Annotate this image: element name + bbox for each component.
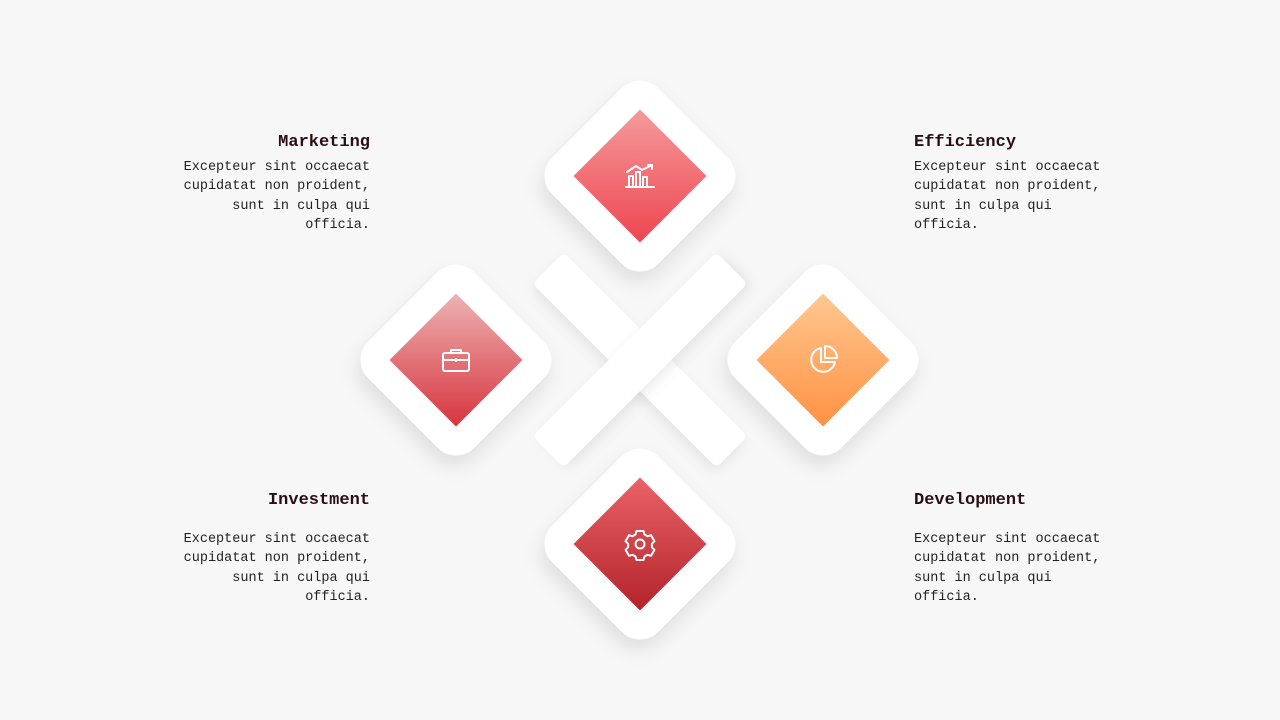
pie-chart-icon — [810, 345, 838, 373]
development-title: Development — [914, 491, 1027, 510]
card-marketing — [360, 264, 552, 456]
connector-bands — [535, 255, 745, 465]
investment-body: Excepteur sint occaecat cupidatat non pr… — [183, 532, 370, 605]
band-top-left — [535, 255, 745, 465]
marketing-title: Marketing — [278, 133, 370, 152]
card-development — [727, 264, 919, 456]
diamond-bottom — [573, 477, 707, 611]
briefcase-icon — [442, 349, 470, 372]
marketing-body: Excepteur sint occaecat cupidatat non pr… — [183, 160, 370, 233]
diamond-right — [756, 293, 890, 427]
card-investment — [544, 448, 736, 640]
card-efficiency — [544, 80, 736, 272]
efficiency-text: Efficiency Excepteur sint occaecat cupid… — [914, 133, 1114, 235]
efficiency-title: Efficiency — [914, 133, 1017, 152]
chart-growth-icon — [625, 164, 655, 188]
development-text: Development Excepteur sint occaecat cupi… — [914, 491, 1114, 607]
efficiency-body: Excepteur sint occaecat cupidatat non pr… — [914, 160, 1101, 233]
development-body: Excepteur sint occaecat cupidatat non pr… — [914, 532, 1101, 605]
investment-title: Investment — [267, 491, 370, 510]
marketing-text: Marketing Excepteur sint occaecat cupida… — [170, 133, 370, 235]
investment-text: Investment Excepteur sint occaecat cupid… — [170, 491, 370, 607]
gear-icon — [624, 530, 656, 561]
